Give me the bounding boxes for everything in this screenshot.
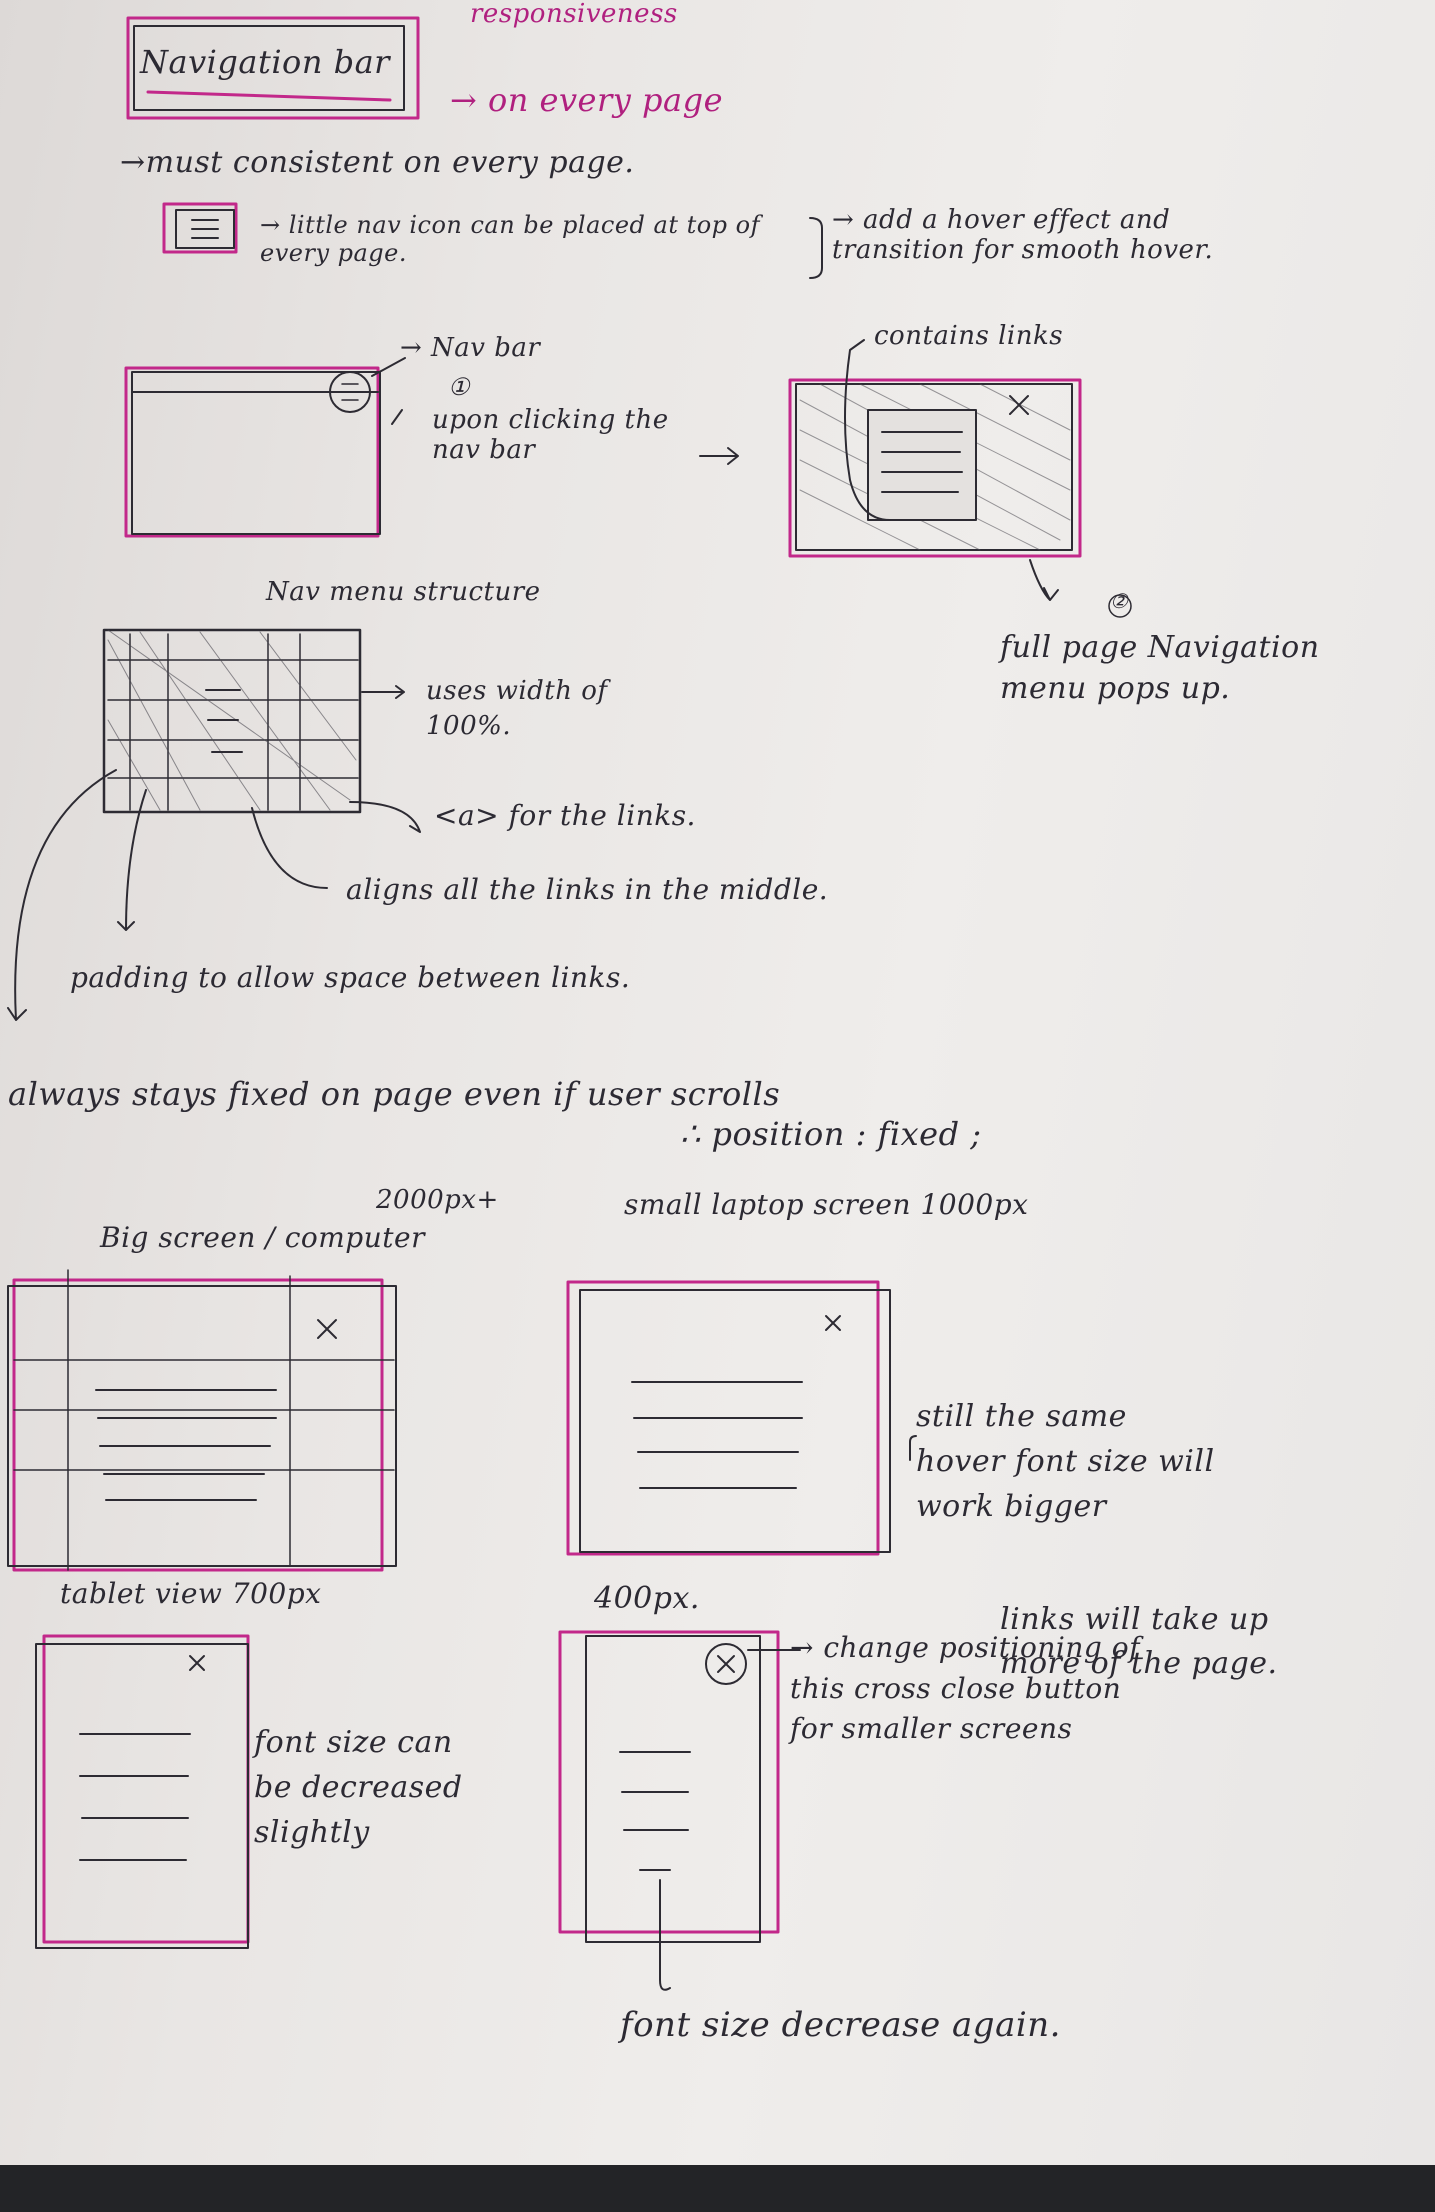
nav-heading-box bbox=[126, 16, 420, 120]
contains-links-label: contains links bbox=[874, 321, 1064, 351]
step2-number: ② bbox=[1110, 589, 1129, 613]
tablet-label: tablet view 700px bbox=[60, 1577, 322, 1610]
tablet-note: font size can be decreased slightly bbox=[254, 1725, 463, 1850]
menu-structure-sketch bbox=[7, 628, 421, 1021]
screen-overlay-sketch bbox=[788, 339, 1132, 618]
navbar-label: → Nav bar bbox=[400, 333, 541, 363]
step1-number: ① bbox=[448, 373, 471, 401]
anchor-note: <a> for the links. bbox=[434, 799, 696, 832]
hamburger-icon bbox=[162, 202, 238, 254]
hover-note: → add a hover effect and transition for … bbox=[832, 205, 1214, 265]
phone-font-note: font size decrease again. bbox=[620, 2005, 1061, 2045]
fixed-css: ∴ position : fixed ; bbox=[680, 1115, 982, 1153]
phone-screen-sketch bbox=[558, 1630, 801, 1991]
phone-label: 400px. bbox=[594, 1581, 700, 1616]
laptop-label: small laptop screen 1000px bbox=[624, 1188, 1029, 1221]
big-screen-sketch bbox=[7, 1269, 397, 1572]
tablet-screen-sketch bbox=[35, 1634, 250, 1949]
big-screen-label: Big screen / computer bbox=[100, 1221, 425, 1254]
fixed-note: always stays fixed on page even if user … bbox=[8, 1075, 781, 1113]
notebook-page bbox=[0, 0, 1435, 2165]
icon-note: → little nav icon can be placed at top o… bbox=[260, 211, 761, 267]
width-note: uses width of 100%. bbox=[426, 676, 608, 742]
laptop-screen-sketch bbox=[566, 1280, 917, 1556]
page-title: Navigation bar bbox=[140, 43, 390, 81]
links-note: links will take up more of the page. bbox=[1000, 1602, 1278, 1681]
step2-text: full page Navigation menu pops up. bbox=[1000, 630, 1320, 706]
menu-structure-title: Nav menu structure bbox=[266, 577, 541, 607]
screen-navbar-sketch bbox=[124, 357, 739, 538]
big-screen-size: 2000px+ bbox=[376, 1185, 499, 1215]
table-surface bbox=[0, 2165, 1435, 2212]
phone-note: → change positioning of this cross close… bbox=[790, 1631, 1140, 1746]
title-note: → on every page bbox=[450, 81, 724, 119]
align-note: aligns all the links in the middle. bbox=[346, 873, 829, 906]
padding-note: padding to allow space between links. bbox=[70, 961, 631, 994]
top-heading: responsiveness bbox=[470, 0, 678, 29]
laptop-note: still the same hover font size will work… bbox=[916, 1399, 1215, 1524]
step1-text: upon clicking the nav bar bbox=[432, 405, 669, 465]
consistency-note: →must consistent on every page. bbox=[120, 145, 635, 180]
